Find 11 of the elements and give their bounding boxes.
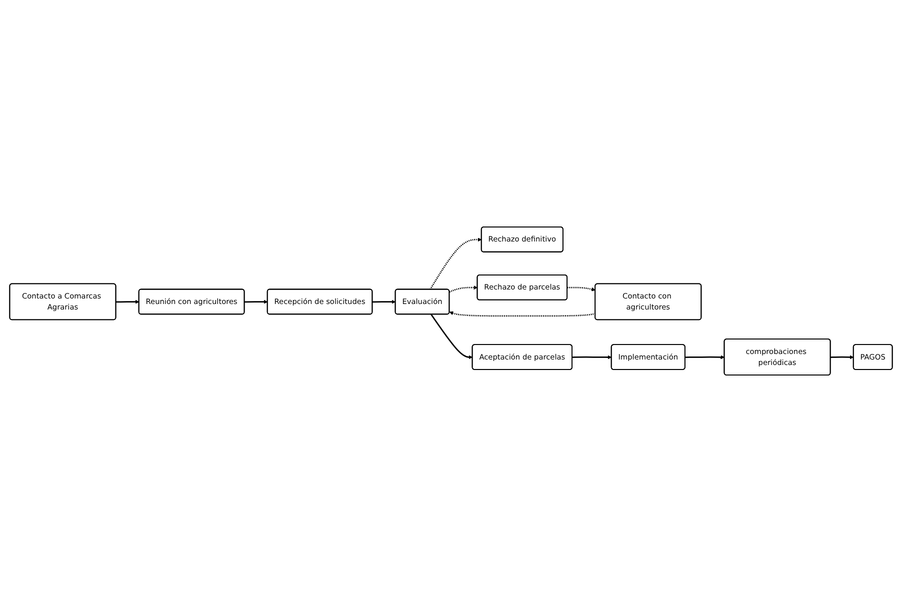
arrow [566, 286, 595, 292]
arrow [430, 314, 472, 360]
arrow [448, 286, 478, 293]
arrow [115, 300, 139, 304]
arrow [372, 300, 396, 304]
arrow [572, 355, 612, 360]
arrow [684, 355, 724, 360]
arrow [244, 300, 268, 304]
arrow [830, 355, 854, 360]
arrow [448, 311, 595, 317]
arrow [429, 238, 482, 290]
